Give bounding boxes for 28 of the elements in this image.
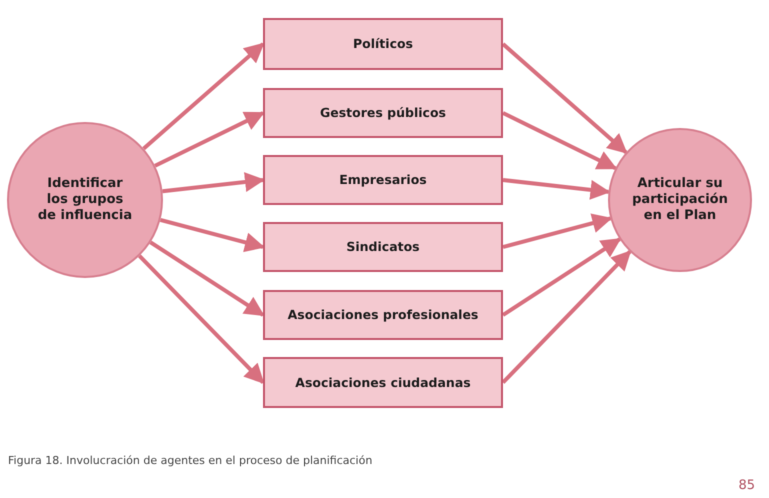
arrow	[154, 111, 265, 168]
node-label: Articular su participación en el Plan	[631, 176, 729, 224]
arrow	[502, 178, 610, 200]
process-box	[263, 88, 503, 138]
arrow	[502, 238, 622, 317]
process-box	[263, 290, 503, 340]
arrow	[138, 254, 264, 384]
arrow	[149, 240, 265, 317]
node-label: Empresarios	[338, 172, 428, 188]
arrow	[162, 172, 265, 194]
arrow	[502, 111, 618, 170]
arrow	[160, 218, 265, 252]
arrow	[502, 213, 612, 249]
node-label: Sindicatos	[345, 239, 421, 255]
node-label: Gestores públicos	[319, 105, 447, 121]
page-number: 85	[738, 478, 755, 493]
node-label: Asociaciones profesionales	[286, 307, 480, 323]
node-label: Identificar los grupos de influencia	[36, 176, 134, 224]
arrow	[142, 42, 264, 150]
process-box	[263, 357, 503, 408]
node-label: Políticos	[352, 36, 414, 52]
figure-caption: Figura 18. Involucración de agentes en el proceso de planificación	[8, 454, 372, 467]
arrow	[502, 42, 628, 154]
arrow	[502, 250, 632, 384]
node-label: Asociaciones ciudadanas	[294, 374, 472, 390]
process-box	[263, 155, 503, 205]
process-box	[263, 18, 503, 70]
process-box	[263, 222, 503, 272]
